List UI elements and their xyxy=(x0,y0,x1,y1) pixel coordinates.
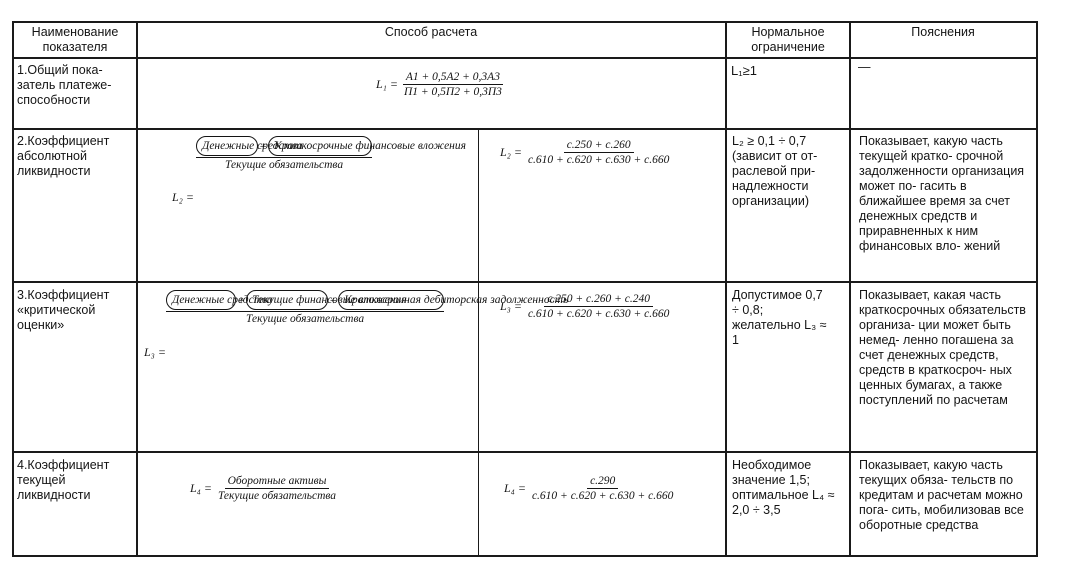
row2-note: Показывает, какую часть текущей кратко- … xyxy=(859,134,1025,253)
row3-alt-denominator: с.610 + с.620 + с.630 + с.660 xyxy=(527,308,670,320)
row4-note: Показывает, какую часть текущих обяза- т… xyxy=(859,458,1024,532)
row2-limit: L₂ ≥ 0,1 ÷ 0,7 (зависит от от- раслевой … xyxy=(732,134,818,208)
row2-alt-numerator: с.250 + с.260 xyxy=(563,138,634,153)
row-divider-1 xyxy=(12,128,1038,130)
row3-formula-lhs: L₃ = xyxy=(144,345,166,359)
row4-alt-numerator: с.290 xyxy=(587,474,619,489)
row1-formula-numerator: А1 + 0,5А2 + 0,3А3 xyxy=(402,70,503,85)
header-calculation-method: Способ расчета xyxy=(384,25,478,39)
row4-formula-denominator: Текущие обязательства xyxy=(217,490,337,502)
row3-term-receivables: Краткосрочная дебиторская задолженность xyxy=(338,290,568,310)
row3-term-cash: Денежные средства xyxy=(166,290,273,310)
table-border-left xyxy=(12,21,14,557)
plus-sign: + xyxy=(259,138,268,153)
row2-formula-lines: L₂ = с.250 + с.260 с.610 + с.620 + с.630… xyxy=(500,138,672,167)
row2-formula-verbal: Денежные средства+Краткосрочные финансов… xyxy=(172,136,466,204)
formula-subdivider xyxy=(478,128,479,557)
row4-formula-verbal: L₄ = Оборотные активы Текущие обязательс… xyxy=(190,474,339,503)
table-border-top xyxy=(12,21,1038,23)
header-normal-limit: Нормальное ограничение xyxy=(751,25,825,54)
row1-formula: L₁ = А1 + 0,5А2 + 0,3А3 П1 + 0,5П2 + 0,3… xyxy=(376,70,505,99)
row3-formula-denominator: Текущие обязательства xyxy=(246,313,365,325)
row3-alt-numerator: с.250 + с.260 + с.240 xyxy=(544,292,654,307)
row2-term-cash: Денежные средства xyxy=(196,136,303,156)
row2-formula-lhs: L₂ = xyxy=(172,190,194,204)
row2-term-short-term-investments: Краткосрочные финансовые вложения xyxy=(268,136,466,156)
row1-note: — xyxy=(858,60,871,74)
plus-sign: + xyxy=(329,292,338,307)
row3-indicator-name: 3.Коэффициент «критической оценки» xyxy=(17,288,110,332)
row3-fraction-bar xyxy=(166,311,445,312)
row2-alt-denominator: с.610 + с.620 + с.630 + с.660 xyxy=(527,154,670,166)
row2-alt-lhs: L₂ = xyxy=(500,145,522,159)
row2-fraction-bar xyxy=(196,157,373,158)
table-border-right xyxy=(1036,21,1038,557)
row4-formula-numerator: Оборотные активы xyxy=(224,474,330,489)
column-divider-2 xyxy=(725,21,727,557)
row4-limit: Необходимое значение 1,5; оптимальное L₄… xyxy=(732,458,835,517)
row1-limit: L₁≥1 xyxy=(731,63,757,78)
row-divider-3 xyxy=(12,451,1038,453)
row2-indicator-name: 2.Коэффициент абсолютной ликвидности xyxy=(17,134,110,178)
table-border-bottom xyxy=(12,555,1038,557)
header-explanations: Пояснения xyxy=(911,25,975,39)
row4-formula-lhs: L₄ = xyxy=(190,481,212,495)
row4-indicator-name: 4.Коэффициент текущей ликвидности xyxy=(17,458,110,502)
plus-sign: + xyxy=(237,292,246,307)
row1-formula-lhs: L₁ = xyxy=(376,77,398,91)
header-indicator-name: Наименование показателя xyxy=(31,25,119,54)
row4-alt-denominator: с.610 + с.620 + с.630 + с.660 xyxy=(531,490,674,502)
row1-formula-denominator: П1 + 0,5П2 + 0,3П3 xyxy=(403,86,502,98)
row3-formula-verbal: Денежные средства+Текущие финансовые вло… xyxy=(144,290,568,359)
row3-limit: Допустимое 0,7 ÷ 0,8; желательно L₃ ≈ 1 xyxy=(732,288,827,347)
row3-note: Показывает, какая часть краткосрочных об… xyxy=(859,288,1026,407)
row4-alt-lhs: L₄ = xyxy=(504,481,526,495)
row3-alt-lhs: L₃ = xyxy=(500,299,522,313)
row-divider-2 xyxy=(12,281,1038,283)
column-divider-1 xyxy=(136,21,138,557)
row1-indicator-name: 1.Общий пока- затель платеже- способност… xyxy=(17,63,112,107)
column-divider-3 xyxy=(849,21,851,557)
row2-formula-denominator: Текущие обязательства xyxy=(225,159,344,171)
row3-term-current-investments: Текущие финансовые вложения xyxy=(246,290,407,310)
row4-formula-lines: L₄ = с.290 с.610 + с.620 + с.630 + с.660 xyxy=(504,474,676,503)
header-divider xyxy=(12,57,1038,59)
row3-formula-lines: L₃ = с.250 + с.260 + с.240 с.610 + с.620… xyxy=(500,292,672,321)
